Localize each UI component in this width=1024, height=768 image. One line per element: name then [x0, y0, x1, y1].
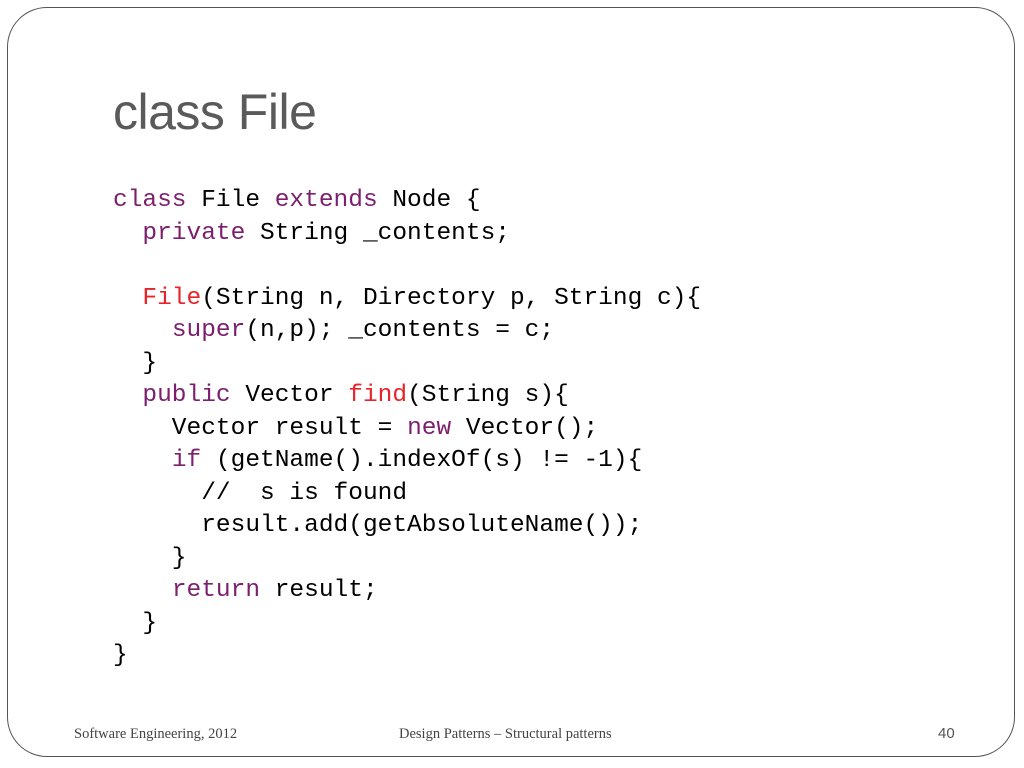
- code-text: Vector result =: [113, 414, 408, 442]
- code-line: }: [113, 543, 701, 576]
- code-text: [113, 577, 172, 604]
- code-text: }: [113, 544, 187, 572]
- slide-title: class File: [113, 84, 317, 140]
- code-line: [113, 250, 701, 283]
- code-line: public Vector find(String s){: [113, 380, 701, 413]
- code-text: [113, 317, 172, 344]
- code-keyword: new: [407, 414, 452, 442]
- code-line: }: [113, 348, 701, 381]
- code-text: (getName().indexOf(s) != -1){: [201, 447, 643, 474]
- code-text: Vector();: [451, 414, 599, 442]
- footer-course: Software Engineering, 2012: [74, 726, 238, 742]
- code-text: (String s){: [407, 382, 569, 409]
- code-text: [113, 220, 142, 247]
- code-text: [113, 382, 142, 409]
- code-text: }: [113, 609, 158, 637]
- code-line: return result;: [113, 575, 701, 608]
- code-line: if (getName().indexOf(s) != -1){: [113, 445, 701, 478]
- code-line: }: [113, 640, 701, 673]
- code-line: result.add(getAbsoluteName());: [113, 510, 701, 543]
- code-text: String _contents;: [245, 219, 510, 247]
- code-keyword: super: [171, 317, 246, 344]
- code-keyword: public: [142, 382, 231, 409]
- code-function-name: File: [142, 284, 202, 312]
- footer-topic: Design Patterns – Structural patterns: [399, 726, 612, 742]
- code-block: class File extends Node { private String…: [113, 185, 701, 673]
- code-line: private String _contents;: [113, 218, 701, 251]
- code-text: }: [113, 349, 158, 377]
- code-text: Vector: [230, 382, 349, 409]
- code-text: (String n, Directory p, String c){: [201, 284, 702, 312]
- code-text: Node {: [377, 187, 481, 214]
- code-text: [113, 285, 142, 312]
- code-line: }: [113, 608, 701, 641]
- code-line: File(String n, Directory p, String c){: [113, 283, 701, 316]
- code-text: result.add(getAbsoluteName());: [113, 512, 643, 539]
- page-number: 40: [938, 725, 955, 742]
- code-line: class File extends Node {: [113, 185, 701, 218]
- code-keyword: if: [171, 447, 202, 474]
- code-text: File: [186, 187, 275, 214]
- code-function-name: find: [348, 382, 408, 409]
- code-text: result;: [260, 577, 378, 604]
- code-line: super(n,p); _contents = c;: [113, 315, 701, 348]
- code-keyword: private: [142, 219, 246, 247]
- code-text: }: [113, 642, 128, 669]
- code-keyword: return: [171, 577, 261, 604]
- slide-frame: [7, 7, 1015, 757]
- code-keyword: extends: [274, 187, 378, 214]
- code-line: Vector result = new Vector();: [113, 413, 701, 446]
- code-line: // s is found: [113, 478, 701, 511]
- code-text: // s is found: [113, 479, 408, 507]
- code-text: [113, 447, 172, 474]
- code-text: (n,p); _contents = c;: [245, 317, 555, 344]
- code-keyword: class: [113, 187, 187, 214]
